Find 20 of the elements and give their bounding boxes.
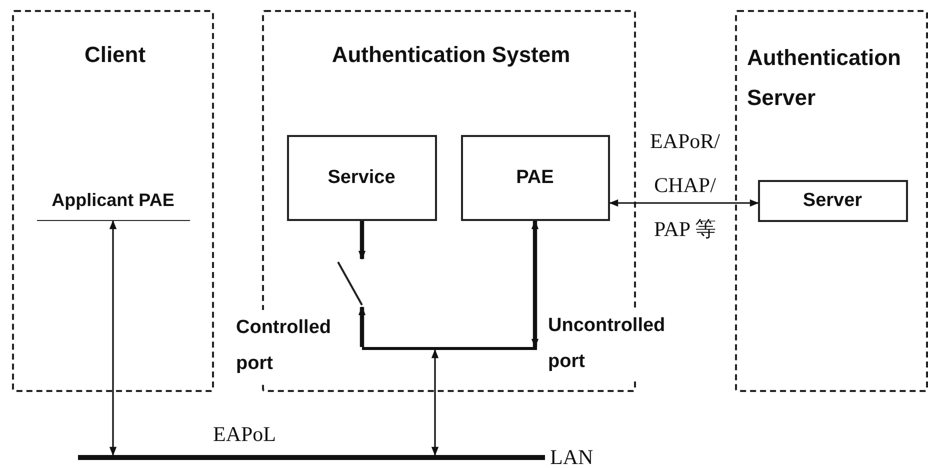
arrow: [358, 306, 366, 347]
component-label: Applicant PAE: [36, 182, 190, 220]
network-label: LAN: [550, 444, 594, 468]
edge-label: EAPoR/ CHAP/ PAP 等: [648, 128, 721, 243]
process-box: Server: [758, 180, 908, 222]
port-bus-line: [362, 346, 536, 350]
process-box: Service: [286, 134, 436, 220]
double-arrow: [531, 220, 539, 348]
double-arrow: [431, 349, 439, 456]
protocol-label: EAPoL: [213, 421, 276, 448]
group-boundary: [12, 10, 214, 392]
switch-symbol: [336, 258, 364, 306]
group-title: Client: [83, 41, 147, 69]
group-title: Authentication System: [330, 41, 572, 69]
arrow: [358, 221, 366, 260]
process-box: PAE: [460, 134, 610, 220]
double-arrow: [609, 199, 759, 207]
group-boundary: [735, 10, 928, 392]
group-title: Authentication Server: [747, 44, 902, 112]
double-arrow: [109, 220, 117, 456]
